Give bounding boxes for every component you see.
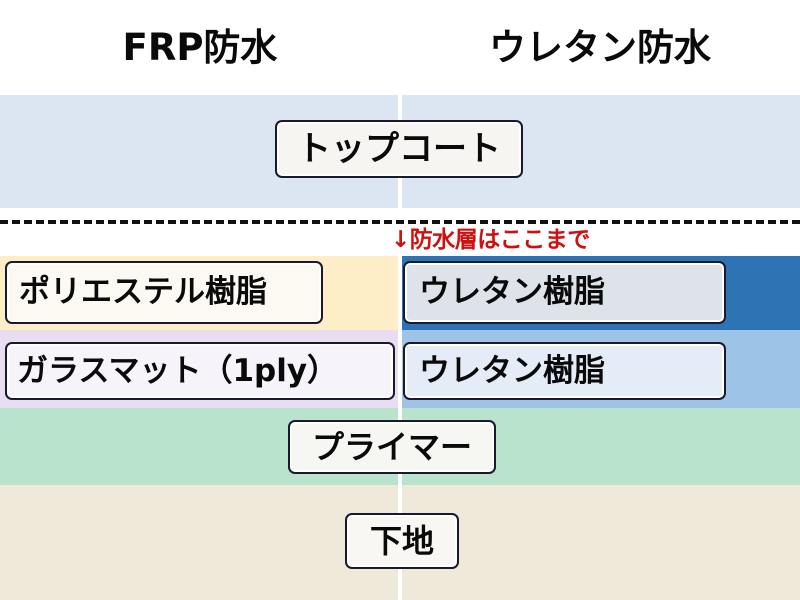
column-headers: FRP防水 ウレタン防水 <box>0 0 800 95</box>
layer-label-urethane-resin-upper-text: ウレタン樹脂 <box>419 274 605 310</box>
column-divider <box>398 95 402 600</box>
layer-label-primer: プライマー <box>288 420 496 474</box>
column-header-frp-label: FRP防水 <box>122 26 278 69</box>
waterproof-layer-annotation: ↓防水層はここまで <box>391 227 590 253</box>
layer-label-polyester-resin-text: ポリエステル樹脂 <box>19 274 267 310</box>
layer-label-glass-mat: ガラスマット（1ply） <box>5 342 395 400</box>
layer-label-topcoat: トップコート <box>275 120 523 178</box>
layer-label-glass-mat-text: ガラスマット（1ply） <box>17 352 339 389</box>
layer-label-substrate-text: 下地 <box>369 522 434 560</box>
layer-label-polyester-resin: ポリエステル樹脂 <box>5 261 323 324</box>
layer-label-urethane-resin-upper: ウレタン樹脂 <box>403 261 726 324</box>
column-header-urethane-label: ウレタン防水 <box>489 26 711 69</box>
layer-label-primer-text: プライマー <box>311 428 472 466</box>
layer-label-substrate: 下地 <box>345 513 459 569</box>
column-header-urethane: ウレタン防水 <box>400 0 800 95</box>
column-header-frp: FRP防水 <box>0 0 400 95</box>
layer-label-topcoat-text: トップコート <box>297 129 501 169</box>
layer-label-urethane-resin-lower: ウレタン樹脂 <box>403 342 726 400</box>
layer-label-urethane-resin-lower-text: ウレタン樹脂 <box>419 352 605 389</box>
waterproof-layer-boundary-line <box>0 220 800 224</box>
